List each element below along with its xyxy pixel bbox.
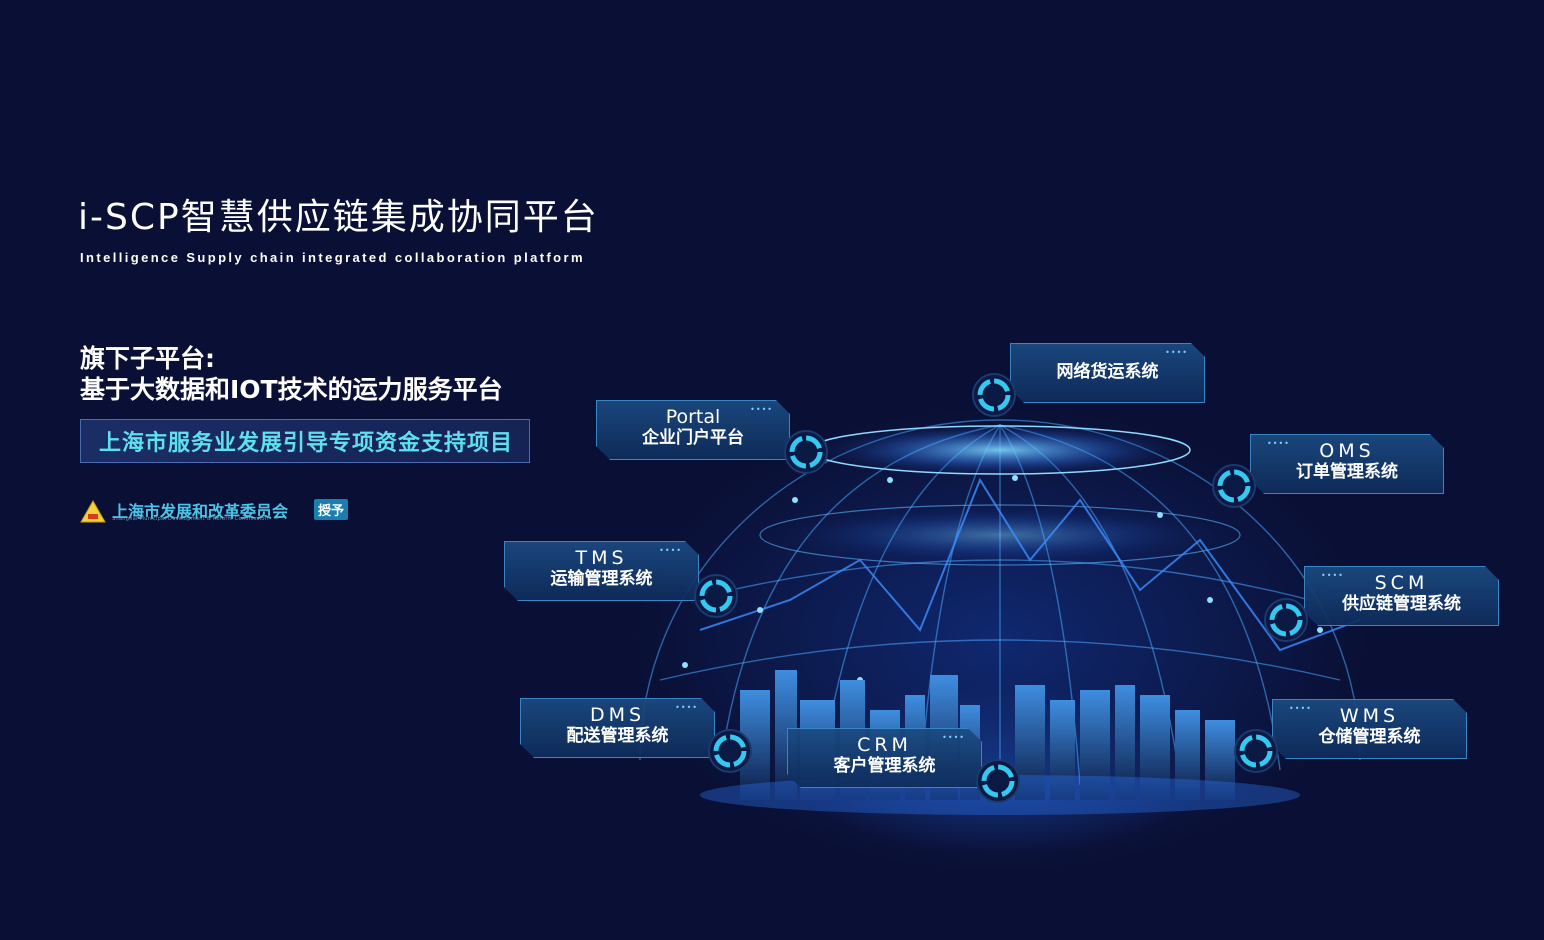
dots-icon: •••• (1289, 704, 1312, 713)
funding-banner: 上海市服务业发展引导专项资金支持项目 (80, 419, 530, 463)
globe-network-illustration (639, 320, 1361, 815)
node-code: OMS (1319, 440, 1375, 462)
dots-icon: •••• (659, 546, 682, 555)
shanghai-commission-logo-icon (80, 500, 106, 523)
node-code: CRM (857, 734, 912, 756)
subplatform-line1: 旗下子平台: (80, 344, 215, 373)
dots-icon: •••• (1267, 439, 1290, 448)
node-code: DMS (589, 704, 646, 726)
node-dms[interactable]: •••• DMS 配送管理系统 (520, 698, 715, 758)
ring-portal-icon (784, 430, 828, 474)
award-badge: 授予 (314, 499, 349, 520)
authority-name: 上海市发展和改革委员会 (112, 502, 289, 521)
subplatform-line2: 基于大数据和IOT技术的运力服务平台 (80, 375, 503, 404)
page-subtitle: Intelligence Supply chain integrated col… (80, 250, 585, 265)
ring-dms-icon (708, 729, 752, 773)
node-crm[interactable]: •••• CRM 客户管理系统 (787, 728, 982, 788)
node-name: 订单管理系统 (1296, 462, 1398, 482)
ring-crm-icon (976, 759, 1020, 803)
node-code: SCM (1374, 572, 1429, 594)
ring-freight-icon (972, 373, 1016, 417)
dots-icon: •••• (942, 733, 965, 742)
authority-row: 上海市发展和改革委员会 Shanghai Municipal Developme… (80, 498, 360, 526)
node-portal[interactable]: •••• Portal 企业门户平台 (596, 400, 790, 460)
dots-icon: •••• (675, 703, 698, 712)
subplatform-heading: 旗下子平台: 基于大数据和IOT技术的运力服务平台 (80, 343, 503, 405)
authority-name-en: Shanghai Municipal Development & Reform … (112, 516, 269, 522)
node-name: 仓储管理系统 (1318, 727, 1421, 747)
node-code: TMS (575, 547, 628, 569)
node-name: 配送管理系统 (566, 726, 669, 746)
node-code: Portal (665, 406, 721, 428)
ring-scm-icon (1264, 598, 1308, 642)
node-tms[interactable]: •••• TMS 运输管理系统 (504, 541, 699, 601)
dots-icon: •••• (1165, 348, 1188, 357)
node-wms[interactable]: •••• WMS 仓储管理系统 (1272, 699, 1467, 759)
ring-wms-icon (1234, 729, 1278, 773)
node-scm[interactable]: •••• SCM 供应链管理系统 (1304, 566, 1499, 626)
ring-oms-icon (1212, 464, 1256, 508)
node-name: 企业门户平台 (642, 428, 744, 448)
node-freight-system[interactable]: •••• 网络货运系统 (1010, 343, 1205, 403)
node-name: 供应链管理系统 (1342, 594, 1461, 614)
node-name: 网络货运系统 (1056, 362, 1159, 382)
ring-tms-icon (694, 574, 738, 618)
node-name: 运输管理系统 (550, 569, 653, 589)
page-title: i-SCP智慧供应链集成协同平台 (78, 197, 599, 238)
dots-icon: •••• (750, 405, 773, 414)
dots-icon: •••• (1321, 571, 1344, 580)
node-name: 客户管理系统 (833, 756, 936, 776)
node-oms[interactable]: •••• OMS 订单管理系统 (1250, 434, 1444, 494)
node-code: WMS (1339, 705, 1400, 727)
